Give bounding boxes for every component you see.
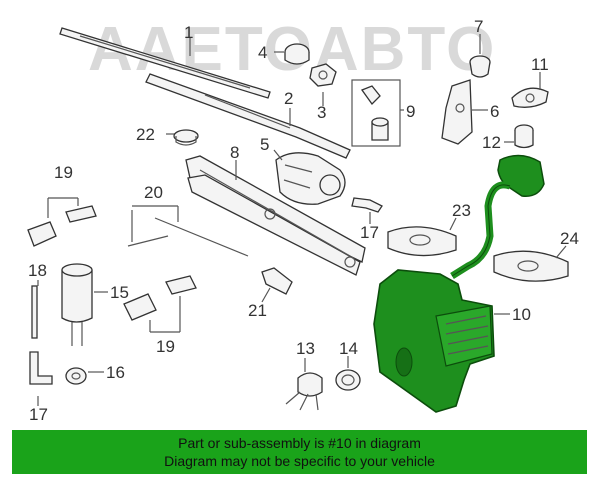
callout-24: 24	[560, 229, 579, 248]
hose-part	[127, 205, 249, 257]
banner-line-1: Part or sub-assembly is #10 in diagram	[178, 435, 421, 451]
callout-17-b: 17	[360, 223, 379, 242]
callout-13: 13	[296, 339, 315, 358]
callout-1: 1	[184, 23, 193, 42]
leader-lines	[37, 34, 567, 406]
callout-22: 22	[136, 125, 155, 144]
banner-line-2: Diagram may not be specific to your vehi…	[164, 453, 435, 469]
callout-7: 7	[474, 17, 483, 36]
callout-6: 6	[490, 102, 499, 121]
callout-11: 11	[531, 55, 549, 74]
grommet-round-part	[173, 129, 199, 146]
callout-9: 9	[406, 102, 415, 121]
callout-19-a: 19	[54, 163, 73, 182]
washer-pump-part	[61, 263, 93, 346]
callout-16: 16	[106, 363, 125, 382]
callout-15: 15	[110, 283, 129, 302]
hose-connector-part-b	[351, 197, 383, 213]
rod-part	[31, 285, 38, 339]
callout-19-b: 19	[156, 337, 175, 356]
callout-18: 18	[28, 261, 47, 280]
callout-5: 5	[260, 135, 269, 154]
seal-part	[335, 369, 361, 391]
washer-reservoir-highlight	[373, 154, 545, 413]
cap-part	[284, 43, 310, 65]
nut-part	[309, 63, 337, 87]
callout-8: 8	[230, 143, 239, 162]
cap-clip-part	[511, 87, 549, 108]
filler-cap-part	[514, 124, 534, 149]
pump-part	[285, 372, 323, 411]
callout-2: 2	[284, 89, 293, 108]
nozzle-part-a	[27, 197, 97, 247]
callout-10: 10	[512, 305, 531, 324]
callout-23: 23	[452, 201, 471, 220]
kit-box	[351, 79, 401, 147]
callout-20: 20	[144, 183, 163, 202]
info-banner: Part or sub-assembly is #10 in diagram D…	[12, 430, 587, 474]
callout-3: 3	[317, 103, 326, 122]
bracket-part	[441, 79, 473, 145]
callout-21: 21	[248, 301, 267, 320]
callout-12: 12	[482, 133, 501, 152]
wiper-blade-part	[59, 27, 271, 99]
wiper-motor-part	[275, 152, 346, 205]
wiper-linkage-part	[185, 155, 366, 276]
wiper-arm-part	[145, 73, 351, 159]
headlamp-nozzle-part-b	[493, 250, 569, 282]
hose-connector-part	[29, 351, 53, 385]
connector-part	[261, 267, 293, 295]
callout-17-a: 17	[29, 405, 48, 424]
headlamp-nozzle-part	[387, 226, 457, 257]
callout-4: 4	[258, 43, 267, 62]
grommet-part	[469, 55, 491, 78]
nozzle-part-b	[123, 275, 197, 333]
callout-labels: 1 2 3 4 5 6 7 8 9 10 11 12 13 14 15 16 1…	[28, 17, 579, 424]
callout-14: 14	[339, 339, 358, 358]
grommet-small-part	[65, 367, 87, 385]
